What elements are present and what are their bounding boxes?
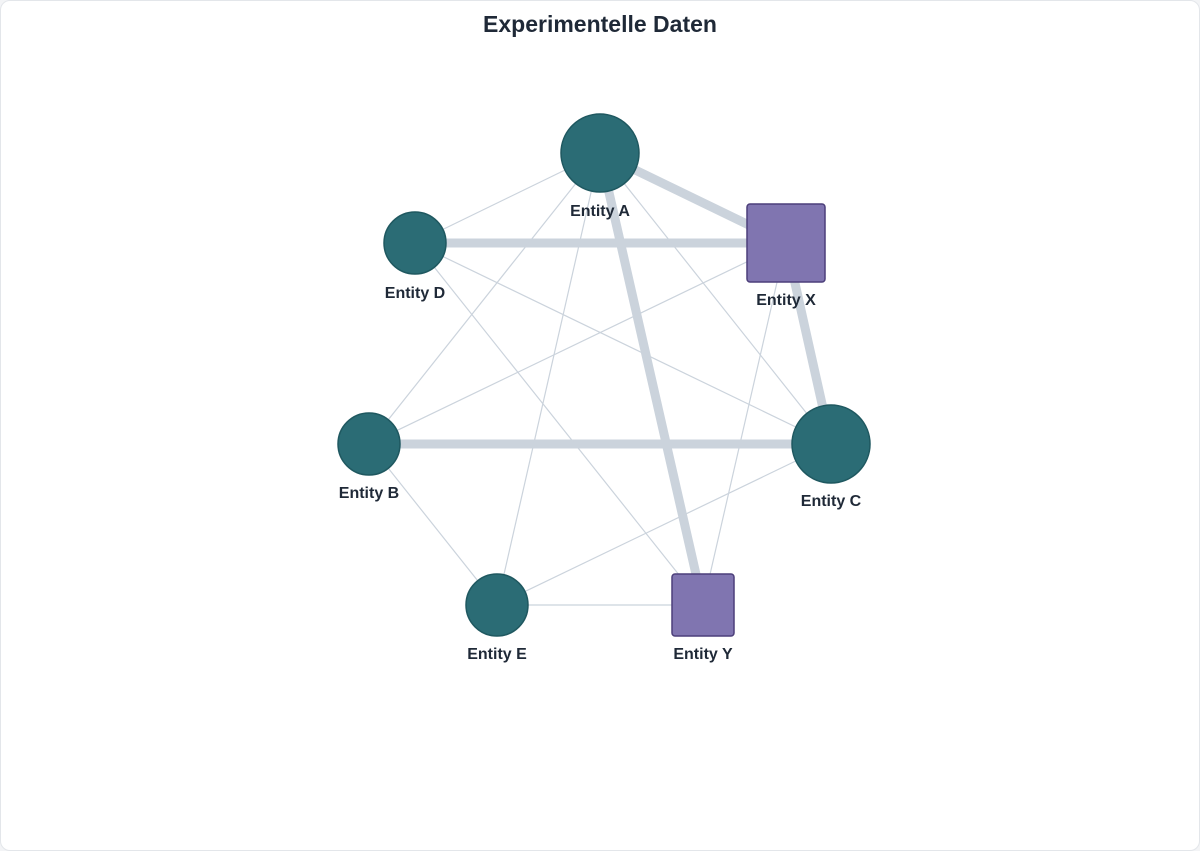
edge-x-y xyxy=(702,242,787,606)
edge-a-y xyxy=(595,152,708,606)
node-circle-shape[interactable] xyxy=(791,404,871,484)
diagram-title: Experimentelle Daten xyxy=(483,11,717,37)
edge-d-c xyxy=(414,242,832,445)
edge-x-b xyxy=(368,242,787,445)
node-label: Entity B xyxy=(339,485,399,502)
edge-layer xyxy=(368,148,836,606)
node-square-shape[interactable] xyxy=(671,573,735,637)
node-label: Entity C xyxy=(801,493,862,510)
edge-d-y xyxy=(414,242,704,606)
node-circle-shape[interactable] xyxy=(337,412,401,476)
node-c[interactable]: Entity C xyxy=(791,404,871,510)
node-label: Entity E xyxy=(467,646,527,663)
node-b[interactable]: Entity B xyxy=(337,412,401,502)
node-circle-shape[interactable] xyxy=(465,573,529,637)
node-circle-shape[interactable] xyxy=(560,113,640,193)
node-e[interactable]: Entity E xyxy=(465,573,529,663)
node-label: Entity X xyxy=(756,292,816,309)
node-layer: Entity A Entity D Entity X Entity B Entity C… xyxy=(337,113,871,663)
node-d[interactable]: Entity D xyxy=(383,211,447,302)
node-label: Entity D xyxy=(385,285,445,302)
edge-a-c xyxy=(599,152,832,445)
edge-b-e xyxy=(368,443,498,606)
node-label: Entity Y xyxy=(673,646,733,663)
node-square-shape[interactable] xyxy=(746,203,826,283)
node-x[interactable]: Entity X xyxy=(746,203,826,309)
node-a[interactable]: Entity A xyxy=(560,113,640,220)
edge-a-e xyxy=(496,152,601,606)
edge-c-e xyxy=(496,443,832,606)
edge-a-b xyxy=(368,152,601,445)
node-label: Entity A xyxy=(570,203,630,220)
node-y[interactable]: Entity Y xyxy=(671,573,735,663)
node-circle-shape[interactable] xyxy=(383,211,447,275)
